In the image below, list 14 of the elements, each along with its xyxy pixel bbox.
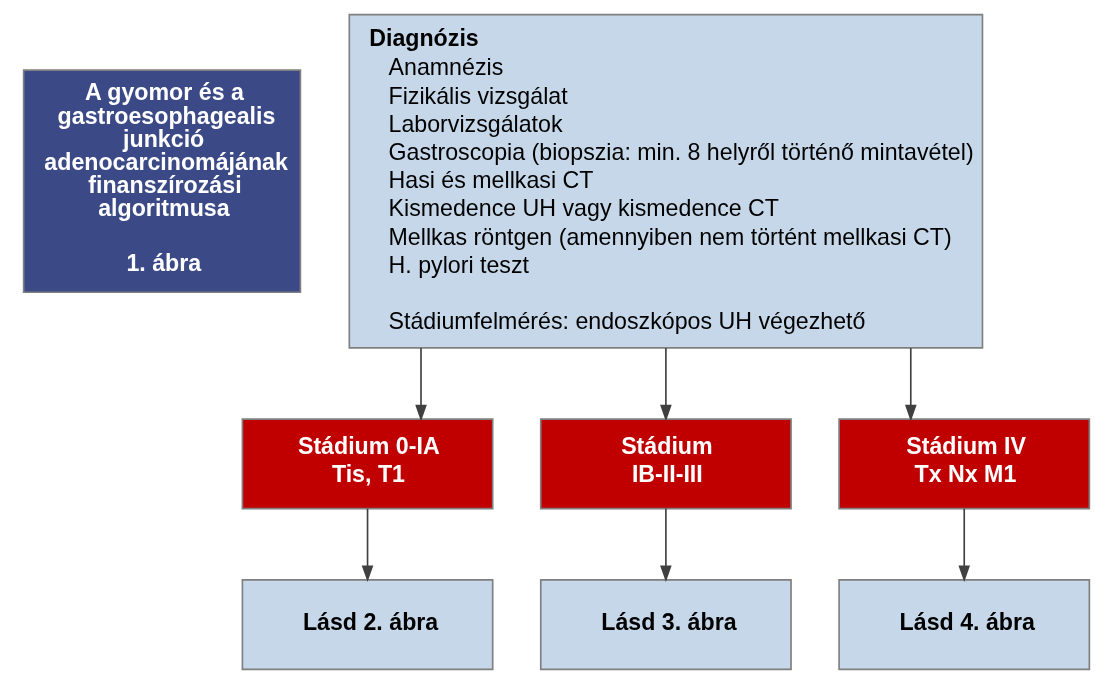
node-box: Lásd 4. ábra: [837, 579, 1090, 671]
arrow: [957, 507, 970, 582]
node-box: Diagnózis Anamnézis Fizikális vizsgálat Laborvizsgálatok Gastroscopia (biopszia: min. 8 helyről történő mintavétel) Hasi és mellkasi CT Kismedence UH vagy kismedence CT Mellkas röntgen (amennyiben nem történt mellkasi CT) H. pylori teszt Stádiumfelmérés: endoszkópos UH végezhető: [348, 13, 983, 349]
arrow: [659, 347, 672, 422]
arrow: [659, 507, 672, 582]
arrow: [904, 347, 917, 422]
node-box: Stádium 0-IA Tis, T1: [241, 418, 493, 510]
node-box: Stádium IB-II-III: [539, 418, 792, 510]
node-box: Lásd 3. ábra: [539, 579, 792, 671]
arrow: [414, 347, 427, 422]
arrow: [361, 507, 373, 582]
node-box: Stádium IV Tx Nx M1: [837, 418, 1090, 510]
node-box: Lásd 2. ábra: [241, 579, 493, 671]
node-box: A gyomor és a gastroesophagealis junkció adenocarcinomájának finanszírozási algoritmusa 1. ábra: [22, 69, 301, 294]
